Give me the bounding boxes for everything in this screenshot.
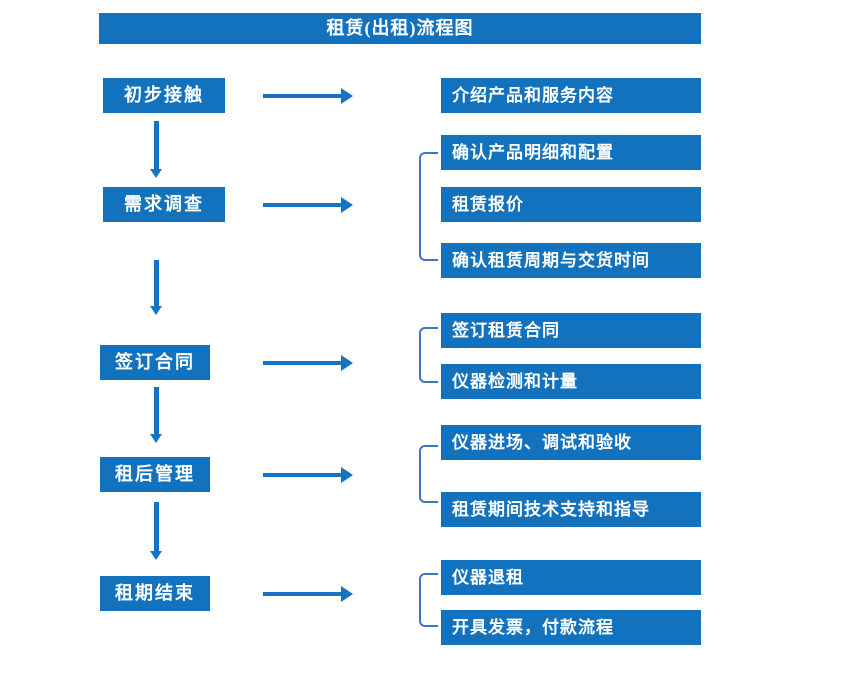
arrow-shaft [154,121,159,169]
right-arrow-icon [263,355,353,371]
detail-box-confirm-product-config: 确认产品明细和配置 [441,135,701,170]
arrow-shaft [263,592,341,596]
detail-box-instrument-setup-acceptance: 仪器进场、调试和验收 [441,425,701,460]
right-arrow-icon [263,467,353,483]
detail-box-instrument-check: 仪器检测和计量 [441,364,701,399]
detail-box-rental-quote: 租赁报价 [441,187,701,222]
down-arrow-icon [150,502,163,560]
arrow-head [150,551,162,560]
group-bracket [419,445,438,503]
arrow-shaft [263,203,341,207]
detail-box-instrument-return: 仪器退租 [441,560,701,595]
arrow-head [341,88,353,104]
arrow-shaft [263,94,341,98]
right-arrow-icon [263,197,353,213]
arrow-shaft [154,502,159,551]
right-arrow-icon [263,88,353,104]
right-arrow-icon [263,586,353,602]
group-bracket [419,573,438,627]
detail-box-sign-rental-contract: 签订租赁合同 [441,313,701,348]
down-arrow-icon [150,387,163,443]
group-bracket [419,327,438,383]
group-bracket [419,152,438,261]
arrow-head [150,306,162,315]
arrow-head [341,197,353,213]
arrow-shaft [154,387,159,434]
stage-box-sign-contract: 签订合同 [100,345,210,380]
down-arrow-icon [150,121,163,178]
detail-box-invoice-payment: 开具发票，付款流程 [441,610,701,645]
detail-box-confirm-period-delivery: 确认租赁周期与交货时间 [441,243,701,278]
stage-box-demand-survey: 需求调查 [103,187,225,222]
flowchart-title: 租赁(出租)流程图 [99,13,701,44]
arrow-head [341,355,353,371]
detail-box-introduce-products: 介绍产品和服务内容 [441,78,701,113]
arrow-head [341,586,353,602]
detail-box-tech-support: 租赁期间技术支持和指导 [441,492,701,527]
stage-box-post-rental-management: 租后管理 [100,457,210,492]
arrow-shaft [154,260,159,306]
down-arrow-icon [150,260,163,315]
arrow-head [341,467,353,483]
arrow-head [150,434,162,443]
stage-box-rental-end: 租期结束 [100,576,210,611]
arrow-head [150,169,162,178]
stage-box-initial-contact: 初步接触 [103,78,225,113]
arrow-shaft [263,473,341,477]
arrow-shaft [263,361,341,365]
